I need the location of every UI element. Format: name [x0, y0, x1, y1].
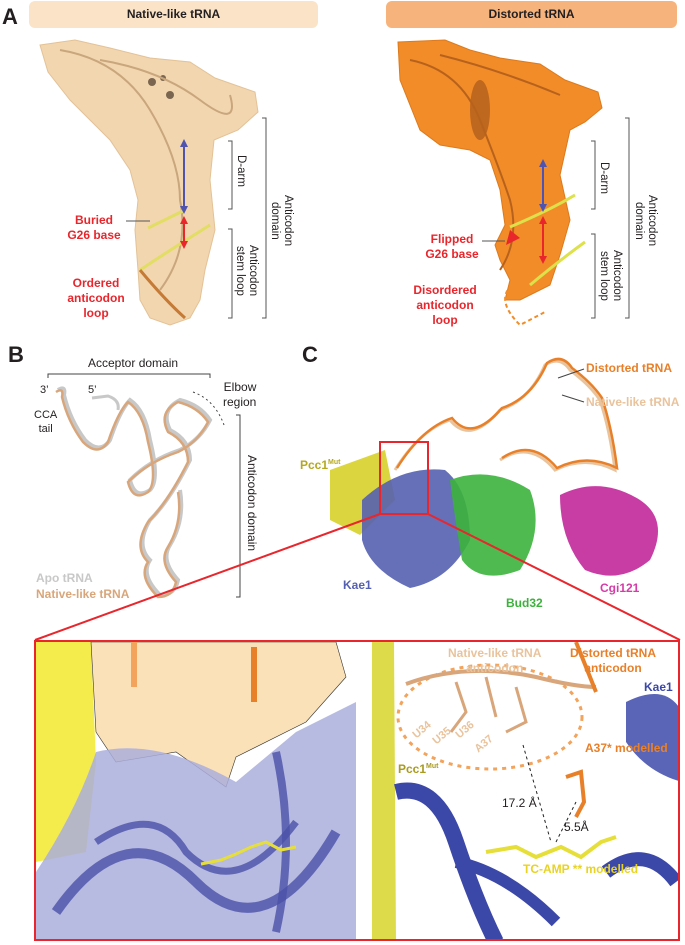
inset-pcc1-label: Pcc1Mut [398, 762, 438, 776]
distance-17-2-label: 17.2 Å [502, 796, 537, 810]
pcc1-name: Pcc1 [300, 458, 329, 472]
inset-pcc1-superscript: Mut [426, 763, 439, 770]
tcamp-modelled-label: TC-AMP ** modelled [523, 862, 639, 876]
buried-g26-label: Buried G26 base [67, 213, 121, 242]
distorted-darm-label: D-arm [598, 162, 610, 194]
native-darm-label: D-arm [235, 155, 247, 187]
u35-label: U35 [430, 724, 454, 748]
zoom-inset-frame: Native-like tRNA anticodon Distorted tRN… [34, 640, 680, 941]
u36-label: U36 [453, 718, 477, 742]
inset-pcc1-name: Pcc1 [398, 762, 427, 776]
distance-5-5-label: 5.5Å [564, 820, 589, 834]
panel-a-left-title: Native-like tRNA [29, 1, 318, 28]
cca-tail-label: CCA tail [34, 409, 58, 435]
flipped-g26-label: Flipped G26 base [425, 232, 479, 261]
panel-c-legend-distorted: Distorted tRNA [586, 361, 672, 375]
a37-modelled-label: A37* modelled [585, 741, 668, 755]
three-prime-label: 3’ [40, 384, 49, 396]
acceptor-domain-label: Acceptor domain [88, 356, 179, 370]
legend-apo-tRNA: Apo tRNA [36, 571, 93, 585]
native-anticodon-label: Native-like tRNA anticodon [448, 646, 542, 675]
elbow-region-label: Elbow region [223, 380, 257, 409]
panel-c-legend-native: Native-like tRNA [586, 395, 680, 409]
distorted-anticodon-domain-label: Anticodon domain [633, 195, 658, 247]
kae1-label: Kae1 [343, 578, 372, 592]
inset-active-site-view [372, 642, 678, 939]
disordered-loop-label: Disordered anticodon loop [413, 283, 477, 327]
native-stem-loop-label: Anticodon stem loop [234, 245, 259, 297]
inset-density-view [36, 642, 366, 939]
inset-kae1-label: Kae1 [644, 680, 673, 694]
a37-label: A37 [472, 732, 496, 756]
legend-native-tRNA: Native-like tRNA [36, 587, 130, 601]
bud32-label: Bud32 [506, 596, 543, 610]
ordered-loop-label: Ordered anticodon loop [67, 276, 125, 320]
pcc1-label: Pcc1Mut [300, 458, 340, 472]
panel-a-letter: A [2, 4, 18, 29]
panel-b-anticodon-domain-label: Anticodon domain [245, 455, 259, 552]
inset-divider [364, 642, 368, 939]
native-anticodon-domain-label: Anticodon domain [269, 195, 294, 247]
panel-b-letter: B [8, 342, 24, 367]
five-prime-label: 5’ [88, 384, 97, 396]
pcc1-superscript: Mut [328, 459, 341, 466]
panel-c-letter: C [302, 342, 318, 367]
distorted-stem-loop-label: Anticodon stem loop [598, 250, 623, 302]
distorted-anticodon-label: Distorted tRNA anticodon [570, 646, 656, 675]
cgi121-label: Cgi121 [600, 581, 640, 595]
panel-a-right-title: Distorted tRNA [386, 1, 677, 28]
